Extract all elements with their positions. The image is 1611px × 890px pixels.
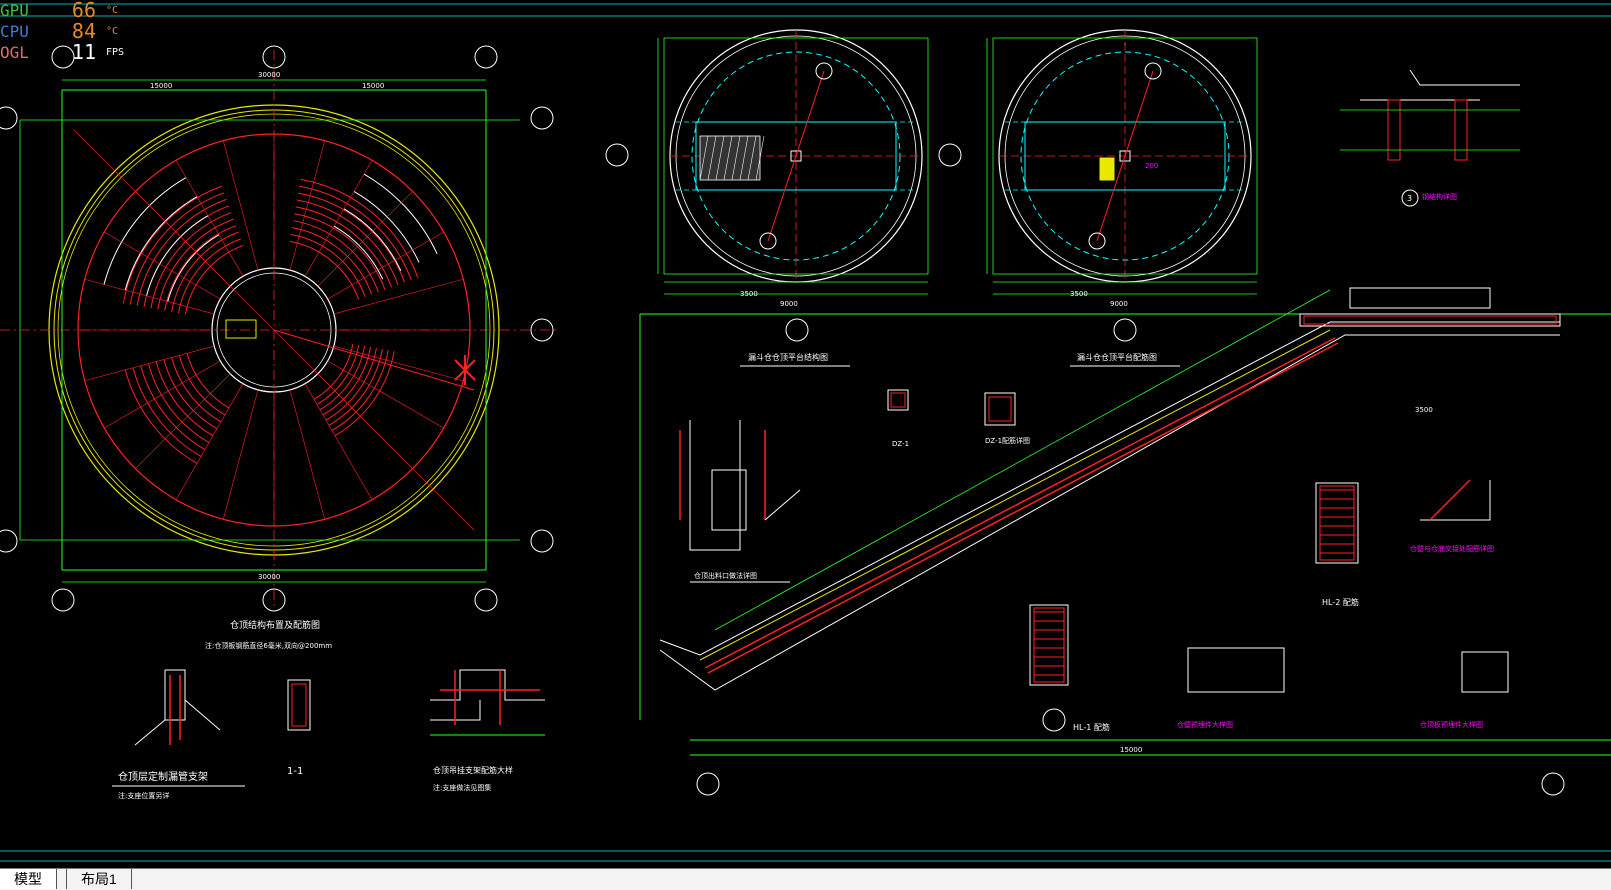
grid-bubble [939, 144, 961, 166]
cad-drawing-canvas[interactable]: 30000 15000 15000 30000 仓顶结构布置及配筋图注:仓顶板钢筋直径6… [0, 0, 1611, 868]
right-detail-1-outline [1420, 480, 1490, 520]
radial-rebar [318, 191, 413, 286]
rebar-arc [125, 370, 197, 464]
grid-bubble [475, 46, 497, 68]
hl2-outline [1316, 483, 1358, 563]
section-1-title: 1-1 [287, 766, 303, 777]
dz1-detail-rebar [989, 397, 1011, 421]
ramp-rebar [708, 343, 1338, 673]
ramp-top-pad [1350, 288, 1490, 308]
rebar-arc [179, 355, 225, 415]
layout-tab-bar: 模型 布局1 [0, 868, 1611, 890]
marker-yellow [1100, 158, 1114, 180]
grid-bubble [786, 319, 808, 341]
right-detail-3-outline [1462, 652, 1508, 692]
hl2-rebar [1320, 486, 1354, 560]
right-detail-2-outline [1188, 648, 1284, 692]
dim-label: 15000 [1120, 746, 1142, 754]
outlet-pipe [712, 470, 746, 530]
stair-arc [146, 216, 208, 296]
right-detail-2-title: 仓壁预埋件大样图 [1177, 720, 1233, 729]
grid-bubble [475, 589, 497, 611]
plan-note: 注:仓顶板钢筋直径6毫米,双向@200mm [205, 641, 332, 650]
outlet-slope [765, 490, 800, 520]
detail-3-leader [1410, 70, 1520, 85]
right-detail-1-rebar [1430, 480, 1470, 520]
dim-label: 3500 [1070, 290, 1088, 298]
rebar-arc [144, 206, 229, 307]
plan-main-title: 仓顶结构布置及配筋图 [230, 619, 320, 631]
grid-bubble [1542, 773, 1564, 795]
section-1-outline [288, 680, 310, 730]
hl1-label: HL-1 配筋 [1073, 722, 1110, 732]
right-detail-1-title: 仓壁与仓底交接处配筋详图 [1410, 544, 1494, 553]
detail-a-outline [165, 670, 185, 720]
dim-label: 15000 [362, 82, 384, 90]
dz1-detail-label: DZ-1配筋详图 [985, 436, 1030, 445]
detail-a-slope [185, 700, 220, 730]
grid-bubble [0, 107, 17, 129]
center-opening [226, 320, 256, 338]
right-detail-3-title: 仓顶板预埋件大样图 [1420, 720, 1483, 729]
hl1-outline [1030, 605, 1068, 685]
detail-3-wall [1388, 100, 1400, 160]
grid-bubble [697, 773, 719, 795]
grid-bubble [531, 530, 553, 552]
section-3-label: 3 [1407, 194, 1412, 203]
tab-model[interactable]: 模型 [0, 869, 57, 889]
dim-label: 15000 [150, 82, 172, 90]
section-1-rebar [292, 684, 306, 726]
dim-label: 3500 [740, 290, 758, 298]
dz1-rebar [891, 393, 905, 407]
hl1-rebar [1034, 608, 1064, 682]
grid-bubble [52, 46, 74, 68]
dim-label: 30000 [258, 573, 280, 581]
detail-b-title: 仓顶吊挂支架配筋大样 [433, 765, 513, 775]
tab-layout1[interactable]: 布局1 [66, 869, 132, 889]
grid-bubble [531, 107, 553, 129]
detail-a-note: 注:支座位置另详 [118, 791, 169, 800]
ramp-top-rebar [1304, 316, 1556, 324]
rebar-arc [290, 241, 359, 299]
dim-label: 30000 [258, 71, 280, 79]
grid-bubble [606, 144, 628, 166]
detail-b-note: 注:支座做法见图集 [433, 783, 491, 792]
funnel-plan-title: 漏斗仓仓顶平台结构图 [748, 352, 828, 362]
cad-viewport[interactable]: 30000 15000 15000 30000 仓顶结构布置及配筋图注:仓顶板钢筋直径6… [0, 0, 1611, 868]
detail-a-title: 仓顶层定制漏管支架 [118, 770, 208, 783]
ramp-outline-bottom [660, 335, 1560, 690]
dim-label: 9000 [1110, 300, 1128, 308]
ramp-dim-line [715, 290, 1330, 630]
grid-bubble [52, 589, 74, 611]
grid-bubble [1114, 319, 1136, 341]
detail-3-wall [1455, 100, 1467, 160]
grid-bubble [1043, 709, 1065, 731]
dim-label: 9000 [780, 300, 798, 308]
hl2-label: HL-2 配筋 [1322, 597, 1359, 607]
ramp-outline-top [660, 322, 1560, 655]
dim-label: 3500 [1415, 406, 1433, 414]
grid-bubble [0, 530, 17, 552]
stair-arc [168, 235, 219, 302]
detail-b-outline [430, 670, 545, 700]
dim-label: 200 [1145, 162, 1158, 170]
rebar-arc [187, 353, 229, 408]
funnel-detail-title: 仓顶出料口做法详图 [694, 571, 757, 580]
ramp-rebar [705, 338, 1335, 668]
opening-plan-title: 漏斗仓仓顶平台配筋图 [1077, 352, 1157, 362]
rebar-arc [185, 245, 243, 314]
dz1-label: DZ-1 [892, 440, 909, 448]
section-3-title: 钢结构详图 [1422, 192, 1457, 201]
detail-a-slope [135, 720, 165, 745]
anchor-symbol [455, 355, 475, 385]
